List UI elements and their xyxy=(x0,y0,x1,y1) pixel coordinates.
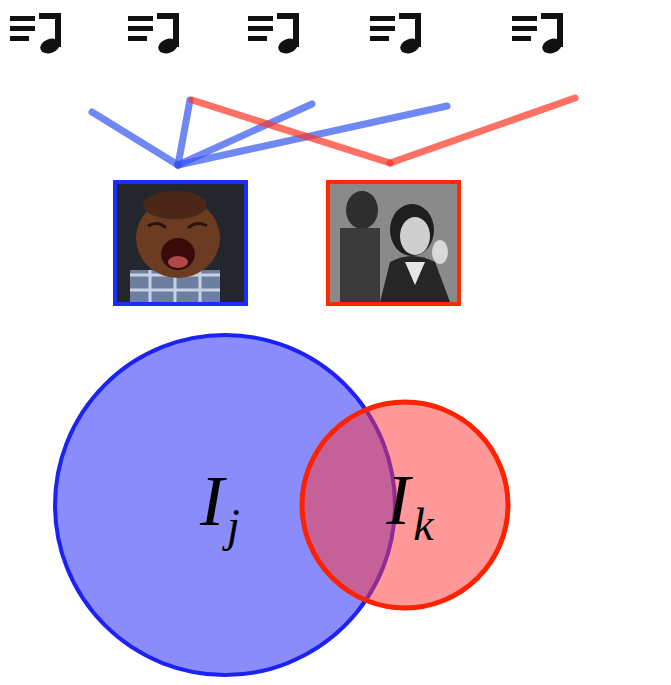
set-circle: Ik xyxy=(302,402,508,608)
photo-crying-baby xyxy=(117,184,244,302)
circle-shape xyxy=(302,402,508,608)
photo-listening-woman xyxy=(330,184,457,302)
set-label: Ik xyxy=(386,464,433,548)
music-icon xyxy=(370,13,422,56)
photo-frame xyxy=(115,182,246,304)
music-icon xyxy=(10,13,62,56)
photo-frame xyxy=(328,182,459,304)
link-line xyxy=(92,112,178,165)
link-line xyxy=(178,100,190,165)
set-symbol: I xyxy=(200,461,224,541)
music-icon xyxy=(512,13,564,56)
link-line xyxy=(390,98,575,163)
set-subscript: k xyxy=(413,499,433,550)
set-subscript: j xyxy=(227,500,240,551)
music-icon xyxy=(248,13,300,56)
set-symbol: I xyxy=(386,460,410,540)
music-icon xyxy=(128,13,180,56)
set-label: Ij xyxy=(200,465,240,549)
link-line xyxy=(192,100,390,163)
